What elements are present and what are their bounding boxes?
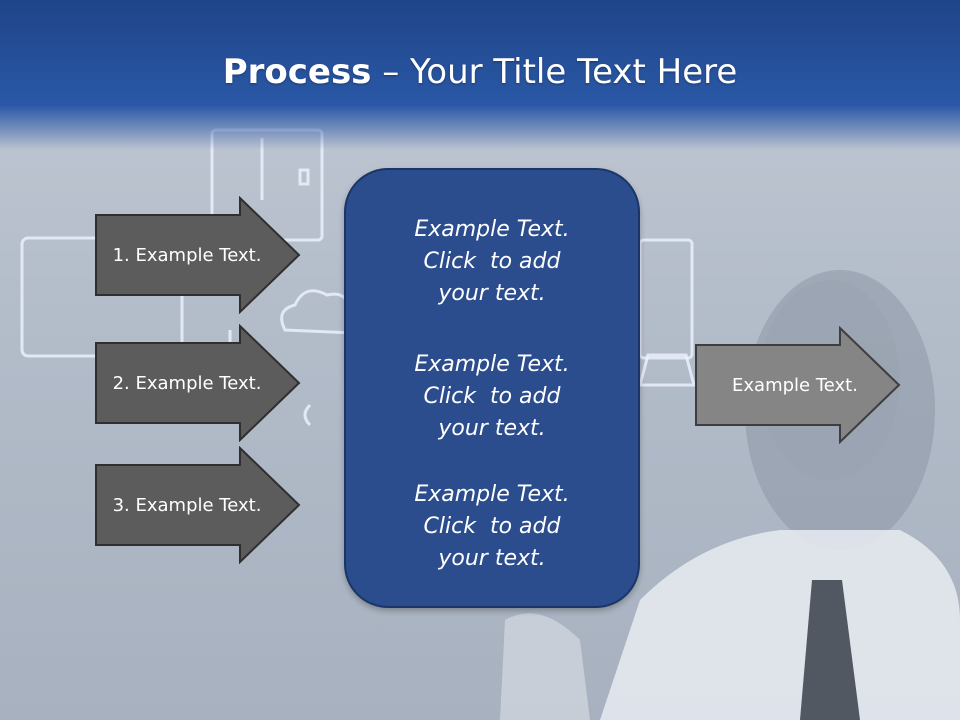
left-arrow-1[interactable]: 1. Example Text.	[95, 196, 301, 314]
arrow-label: 2. Example Text.	[112, 372, 262, 394]
center-item-line: Example Text.	[414, 482, 570, 507]
left-arrow-2[interactable]: 2. Example Text.	[95, 324, 301, 442]
left-arrow-3[interactable]: 3. Example Text.	[95, 446, 301, 564]
arrow-shape	[95, 446, 301, 564]
center-text-box[interactable]: Example Text. Click to add your text. Ex…	[344, 168, 640, 608]
center-item-2: Example Text. Click to add your text.	[346, 349, 638, 445]
arrow-shape	[695, 326, 901, 444]
arrow-label: 3. Example Text.	[112, 494, 262, 516]
arrow-shape	[95, 324, 301, 442]
center-item-3: Example Text. Click to add your text.	[346, 479, 638, 575]
center-item-line: Click to add	[423, 384, 561, 409]
center-item-line: your text.	[438, 546, 546, 571]
center-item-line: Example Text.	[414, 217, 570, 242]
page-title[interactable]: Process – Your Title Text Here	[0, 52, 960, 92]
right-arrow[interactable]: Example Text.	[695, 326, 901, 444]
center-item-1: Example Text. Click to add your text.	[346, 214, 638, 310]
center-item-line: Example Text.	[414, 352, 570, 377]
arrow-label: Example Text.	[732, 374, 858, 396]
title-bold: Process	[222, 52, 372, 92]
center-item-line: your text.	[438, 281, 546, 306]
header-band	[0, 0, 960, 150]
center-item-line: Click to add	[423, 514, 561, 539]
center-item-line: your text.	[438, 416, 546, 441]
arrow-shape	[95, 196, 301, 314]
arrow-label: 1. Example Text.	[112, 244, 262, 266]
title-rest: – Your Title Text Here	[371, 52, 738, 92]
center-item-line: Click to add	[423, 249, 561, 274]
